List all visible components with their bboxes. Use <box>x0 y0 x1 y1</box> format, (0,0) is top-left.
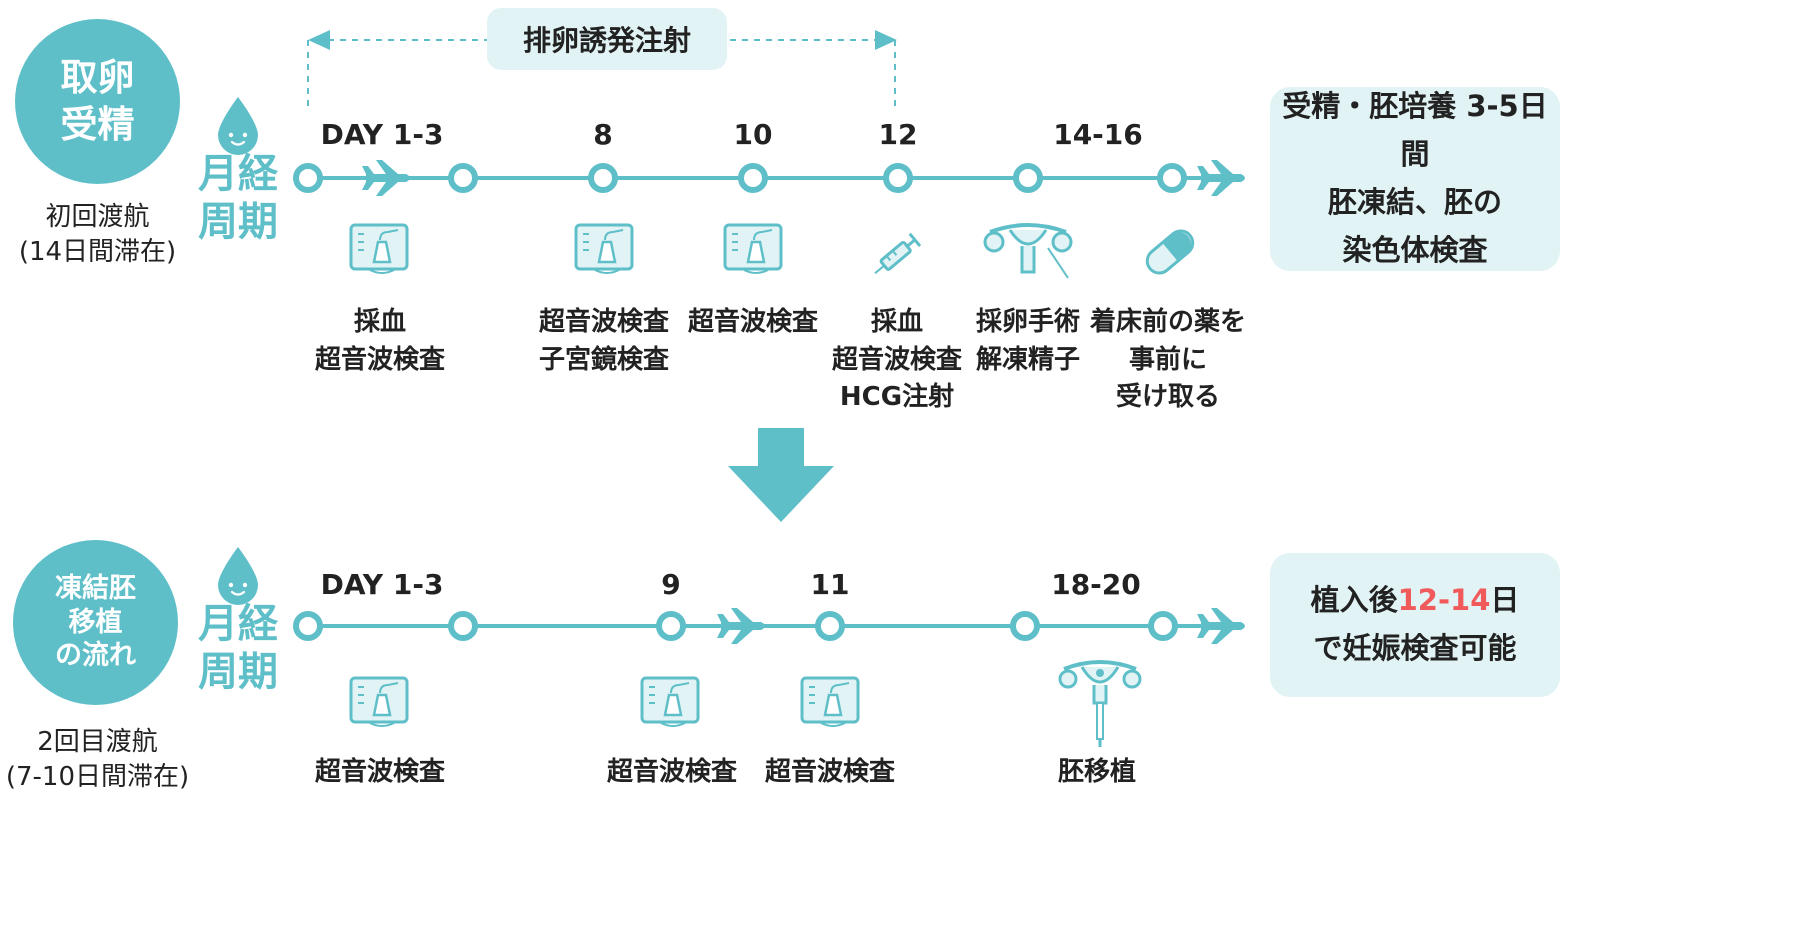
menstrual-drop-icon <box>218 97 258 155</box>
event-label: 超音波検査 子宮鏡検査 <box>538 307 670 375</box>
first-trip-label: 初回渡航 (14日間滞在) <box>18 202 177 268</box>
event-label: 採卵手術 解凍精子 <box>975 307 1081 375</box>
timeline-node <box>656 611 686 641</box>
uterus-needle-icon <box>983 223 1073 279</box>
timeline-node <box>1013 163 1043 193</box>
menstrual-cycle-label: 月経 周期 <box>198 151 278 245</box>
event-label: 超音波検査 <box>764 757 896 787</box>
frozen-transfer-badge: 凍結胚 移植 の流れ <box>13 540 178 705</box>
event-label: 超音波検査 <box>687 307 819 337</box>
second-trip-label: 2回目渡航 (7-10日間滞在) <box>5 727 190 793</box>
day-label: 10 <box>733 118 773 151</box>
airplane-icon <box>1197 160 1245 196</box>
ultrasound-icon <box>349 676 409 727</box>
timeline-node <box>293 611 323 641</box>
timeline-node <box>883 163 913 193</box>
ultrasound-icon <box>723 223 783 274</box>
ultrasound-icon <box>349 223 409 274</box>
bottom-timeline <box>293 608 1245 644</box>
event-label: 超音波検査 <box>314 757 446 787</box>
day-label: 12 <box>878 118 918 151</box>
airplane-icon <box>1197 608 1245 644</box>
ovulation-injection-label: 排卵誘発注射 <box>487 8 727 70</box>
day-label: 11 <box>810 568 850 601</box>
menstrual-cycle-label: 月経 周期 <box>198 601 278 695</box>
timeline-node <box>448 163 478 193</box>
down-arrow-icon <box>728 428 834 522</box>
uterus-transfer-icon <box>1058 660 1142 747</box>
event-label: 胚移植 <box>1057 757 1137 787</box>
day-label: 9 <box>661 568 681 601</box>
result-highlight: 12-14 <box>1397 583 1491 618</box>
day-label: DAY 1-3 <box>320 118 444 151</box>
event-label: 着床前の薬を 事前に 受け取る <box>1089 307 1247 413</box>
timeline-node <box>293 163 323 193</box>
day-label: DAY 1-3 <box>320 568 444 601</box>
timeline-node <box>738 163 768 193</box>
ultrasound-icon <box>574 223 634 274</box>
day-label: 8 <box>593 118 613 151</box>
day-label: 18-20 <box>1051 568 1141 601</box>
event-label: 超音波検査 <box>606 757 738 787</box>
result-box-top: 受精・胚培養 3-5日間 胚凍結、胚の 染色体検査 <box>1270 87 1560 271</box>
result-box-bottom: 植入後12-14日 で妊娠検査可能 <box>1270 553 1560 697</box>
day-label: 14-16 <box>1053 118 1143 151</box>
syringe-icon <box>874 232 922 275</box>
airplane-icon <box>362 160 410 196</box>
result-text: 日 で妊娠検査可能 <box>1313 583 1520 665</box>
menstrual-drop-icon <box>218 547 258 605</box>
timeline-node <box>1010 611 1040 641</box>
ultrasound-icon <box>640 676 700 727</box>
ultrasound-icon <box>800 676 860 727</box>
timeline-node <box>1148 611 1178 641</box>
top-timeline <box>293 160 1245 196</box>
result-text: 植入後 <box>1310 583 1398 618</box>
event-label: 採血 超音波検査 <box>314 307 446 375</box>
timeline-node <box>588 163 618 193</box>
event-label: 採血 超音波検査 HCG注射 <box>831 307 963 413</box>
timeline-node <box>448 611 478 641</box>
timeline-node <box>815 611 845 641</box>
timeline-node <box>1157 163 1187 193</box>
capsule-icon <box>1145 229 1195 275</box>
egg-retrieval-badge: 取卵 受精 <box>15 19 180 184</box>
airplane-icon <box>717 608 765 644</box>
injection-span-arrow <box>307 30 897 110</box>
